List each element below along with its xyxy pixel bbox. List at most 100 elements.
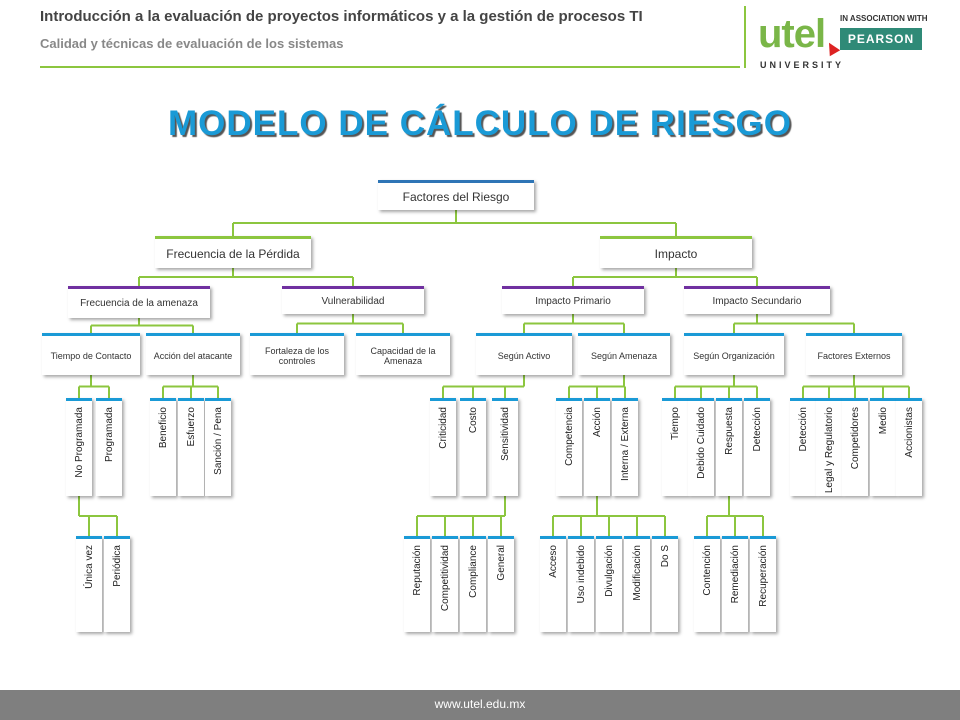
node-label: Medio	[877, 407, 889, 435]
node-l4-item: Acción	[584, 398, 610, 496]
node-segun-amenaza: Según Amenaza	[578, 333, 670, 375]
node-segun-activo: Según Activo	[476, 333, 572, 375]
node-l5-item: Reputación	[404, 536, 430, 632]
node-label: Legal y Regulatorio	[823, 407, 835, 494]
node-label: Periódica	[111, 545, 123, 587]
node-label-wrap: Acción	[584, 401, 610, 496]
header-title: Introducción a la evaluación de proyecto…	[40, 8, 643, 25]
node-l5-item: General	[488, 536, 514, 632]
node-label-wrap: Reputación	[404, 539, 430, 632]
node-label-wrap: Detección	[790, 401, 816, 496]
node-label: Acceso	[547, 545, 559, 578]
node-l5-item: Contención	[694, 536, 720, 632]
logo-university: UNIVERSITY	[760, 60, 845, 70]
node-label: Competitividad	[439, 545, 451, 612]
node-l4-item: Respuesta	[716, 398, 742, 496]
node-l4-item: Sanción / Pena	[205, 398, 231, 496]
node-label: Competidores	[849, 407, 861, 470]
node-frecuencia-perdida: Frecuencia de la Pérdida	[155, 236, 311, 268]
node-label: Compliance	[467, 545, 479, 598]
node-label: Sanción / Pena	[212, 407, 224, 475]
node-l4-item: Competencia	[556, 398, 582, 496]
node-label-wrap: Programada	[96, 401, 122, 496]
node-label: Debido Cuidado	[695, 407, 707, 479]
node-label-wrap: Uso indebido	[568, 539, 594, 632]
node-label: Esfuerzo	[185, 407, 197, 447]
node-label: Do S	[659, 545, 671, 568]
node-l4-item: Legal y Regulatorio	[816, 398, 842, 496]
node-label-wrap: Periódica	[104, 539, 130, 632]
node-label: Beneficio	[157, 407, 169, 449]
node-l5-item: Periódica	[104, 536, 130, 632]
node-label: Sensitividad	[499, 407, 511, 461]
node-l5-item: Compliance	[460, 536, 486, 632]
node-l5-item: Modificación	[624, 536, 650, 632]
node-impacto-secundario: Impacto Secundario	[684, 286, 830, 314]
header-vertical-divider	[744, 6, 746, 68]
node-label-wrap: Interna / Externa	[612, 401, 638, 496]
footer-url: www.utel.edu.mx	[434, 697, 526, 711]
node-label-wrap: Medio	[870, 401, 896, 496]
node-l4-item: Programada	[96, 398, 122, 496]
header-divider	[40, 66, 740, 68]
node-label-wrap: Remediación	[722, 539, 748, 632]
node-l4-item: Sensitividad	[492, 398, 518, 496]
node-label: Detección	[797, 407, 809, 452]
node-label-wrap: Debido Cuidado	[688, 401, 714, 496]
node-label: Modificación	[631, 545, 643, 601]
node-label: General	[495, 545, 507, 581]
node-label: Interna / Externa	[619, 407, 631, 481]
node-label-wrap: Compliance	[460, 539, 486, 632]
logo-wordmark: utel	[758, 12, 826, 56]
node-label: Detección	[751, 407, 763, 452]
node-l5-item: Única vez	[76, 536, 102, 632]
node-l4-item: Competidores	[842, 398, 868, 496]
node-label-wrap: Competitividad	[432, 539, 458, 632]
node-label: Contención	[701, 545, 713, 596]
node-l5-item: Uso indebido	[568, 536, 594, 632]
node-label-wrap: Respuesta	[716, 401, 742, 496]
main-title: MODELO DE CÁLCULO DE RIESGO	[168, 104, 792, 143]
node-l4-item: Detección	[744, 398, 770, 496]
node-l4-item: No Programada	[66, 398, 92, 496]
node-label-wrap: Esfuerzo	[178, 401, 204, 496]
node-tiempo-contacto: Tiempo de Contacto	[42, 333, 140, 375]
node-label: Costo	[467, 407, 479, 434]
node-label-wrap: General	[488, 539, 514, 632]
node-fortaleza-controles: Fortaleza de los controles	[250, 333, 344, 375]
node-l4-item: Interna / Externa	[612, 398, 638, 496]
node-l4-item: Accionistas	[896, 398, 922, 496]
node-impacto-primario: Impacto Primario	[502, 286, 644, 314]
node-l5-item: Divulgación	[596, 536, 622, 632]
logo-partner: PEARSON	[840, 28, 922, 50]
node-l4-item: Debido Cuidado	[688, 398, 714, 496]
node-vulnerabilidad: Vulnerabilidad	[282, 286, 424, 314]
node-root: Factores del Riesgo	[378, 180, 534, 210]
node-l5-item: Remediación	[722, 536, 748, 632]
logo-association: IN ASSOCIATION WITH	[840, 14, 928, 23]
node-l4-item: Costo	[460, 398, 486, 496]
node-l5-item: Competitividad	[432, 536, 458, 632]
node-label-wrap: Legal y Regulatorio	[816, 401, 842, 496]
node-label-wrap: Competencia	[556, 401, 582, 496]
node-label-wrap: Divulgación	[596, 539, 622, 632]
node-label-wrap: Criticidad	[430, 401, 456, 496]
node-label-wrap: Tiempo	[662, 401, 688, 496]
node-label-wrap: Sanción / Pena	[205, 401, 231, 496]
node-label: Criticidad	[437, 407, 449, 449]
node-label: Programada	[103, 407, 115, 463]
node-segun-organizacion: Según Organización	[684, 333, 784, 375]
node-l4-item: Esfuerzo	[178, 398, 204, 496]
node-label: Acción	[591, 407, 603, 438]
node-label: Uso indebido	[575, 545, 587, 604]
node-accion-atacante: Acción del atacante	[146, 333, 240, 375]
node-l4-item: Detección	[790, 398, 816, 496]
node-label: Divulgación	[603, 545, 615, 597]
node-label-wrap: Accionistas	[896, 401, 922, 496]
node-factores-externos: Factores Externos	[806, 333, 902, 375]
node-label-wrap: Recuperación	[750, 539, 776, 632]
node-l5-item: Do S	[652, 536, 678, 632]
node-label: Reputación	[411, 545, 423, 596]
node-label: Remediación	[729, 545, 741, 604]
